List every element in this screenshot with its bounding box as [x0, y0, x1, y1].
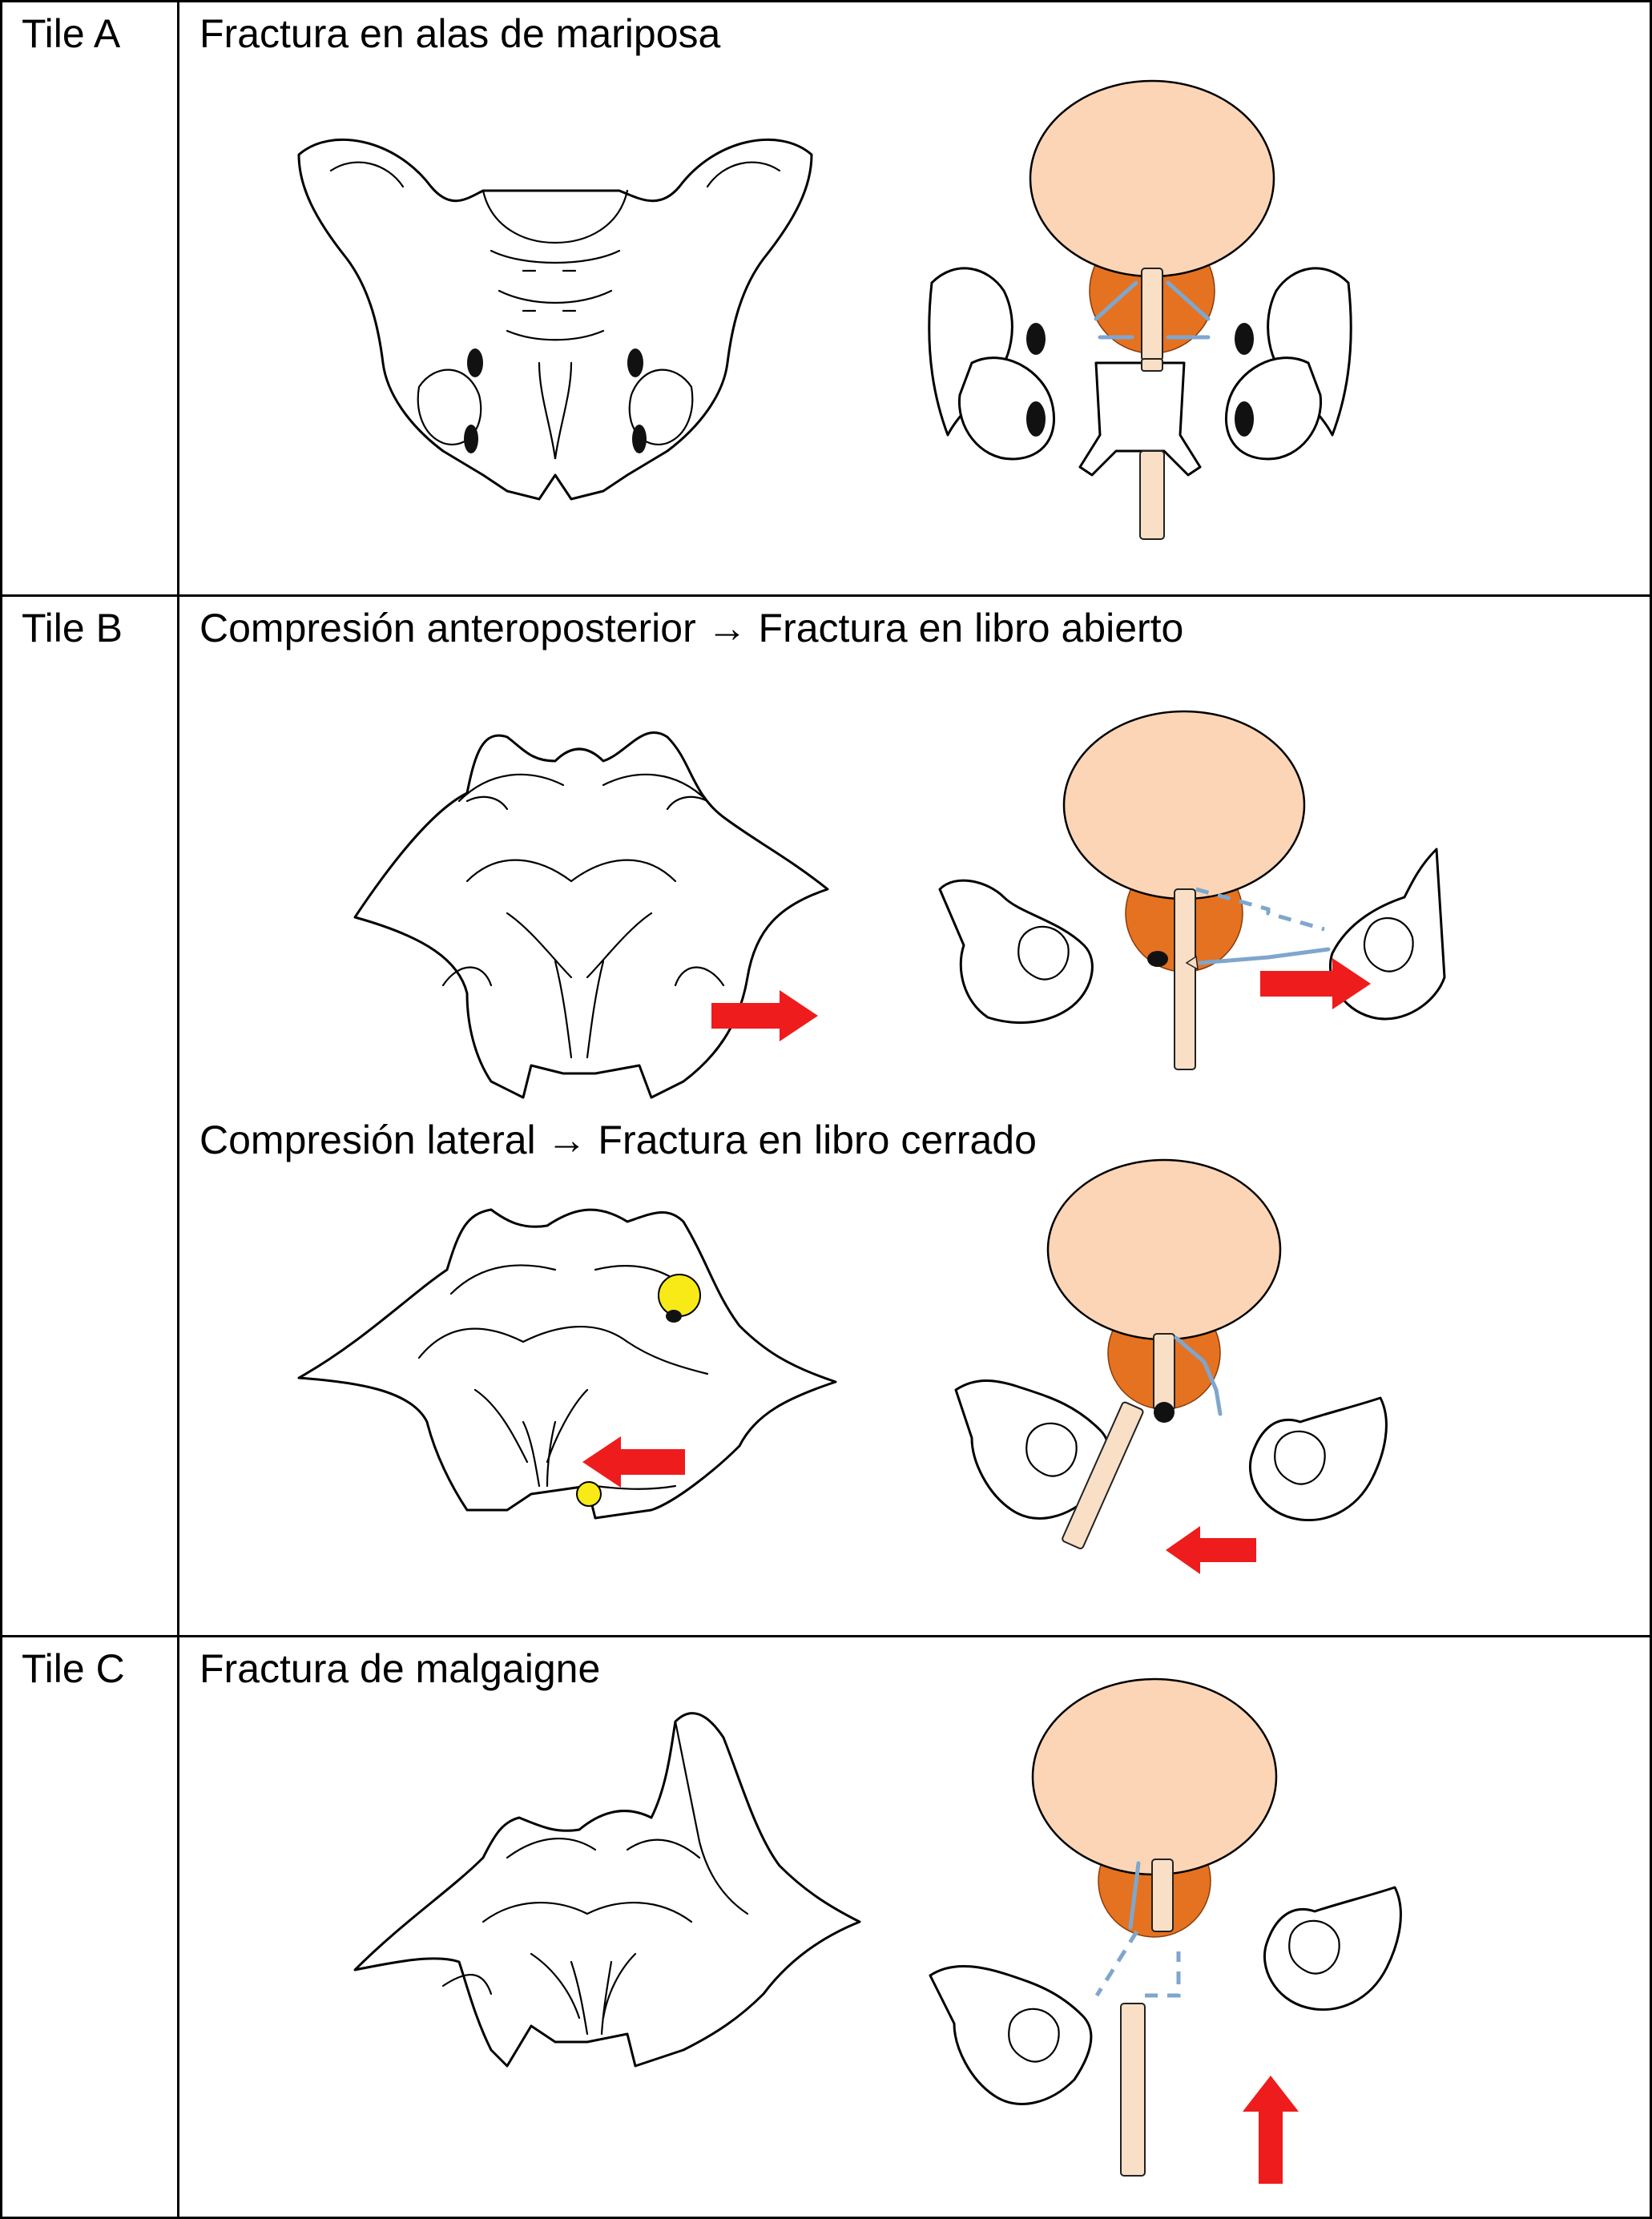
tile-label-cell: Tile B	[2, 597, 179, 1635]
tile-label-cell: Tile A	[2, 2, 179, 594]
pelvis-closed-book-illustration	[297, 1208, 837, 1520]
urethra-schematic	[938, 710, 1446, 1070]
urethra-schematic	[954, 1158, 1388, 1574]
pelvis-malgaigne-illustration	[353, 1712, 861, 2068]
tile-label: Tile A	[22, 11, 121, 56]
tile-caption: Compresión anteroposterior → Fractura en…	[199, 606, 1184, 650]
tile-label: Tile B	[22, 606, 123, 650]
tile-caption: Compresión lateral → Fractura en libro c…	[199, 1118, 1037, 1162]
pelvis-open-book-illustration	[353, 731, 829, 1099]
urethra-schematic	[928, 79, 1352, 540]
tile-caption: Fractura de malgaigne	[199, 1646, 601, 1691]
tile-label-cell: Tile C	[2, 1637, 179, 2217]
tile-row-c: Tile C Fractura de malgaigne	[0, 1635, 1652, 2219]
tile-row-a: Tile A Fractura en alas de mariposa	[0, 0, 1652, 594]
tile-label: Tile C	[22, 1646, 125, 1691]
pelvis-front-illustration	[297, 138, 813, 501]
urethra-schematic	[929, 1677, 1402, 2184]
tile-caption: Fractura en alas de mariposa	[199, 11, 721, 56]
tile-row-b: Tile B Compresión anteroposterior → Frac…	[0, 594, 1652, 1635]
